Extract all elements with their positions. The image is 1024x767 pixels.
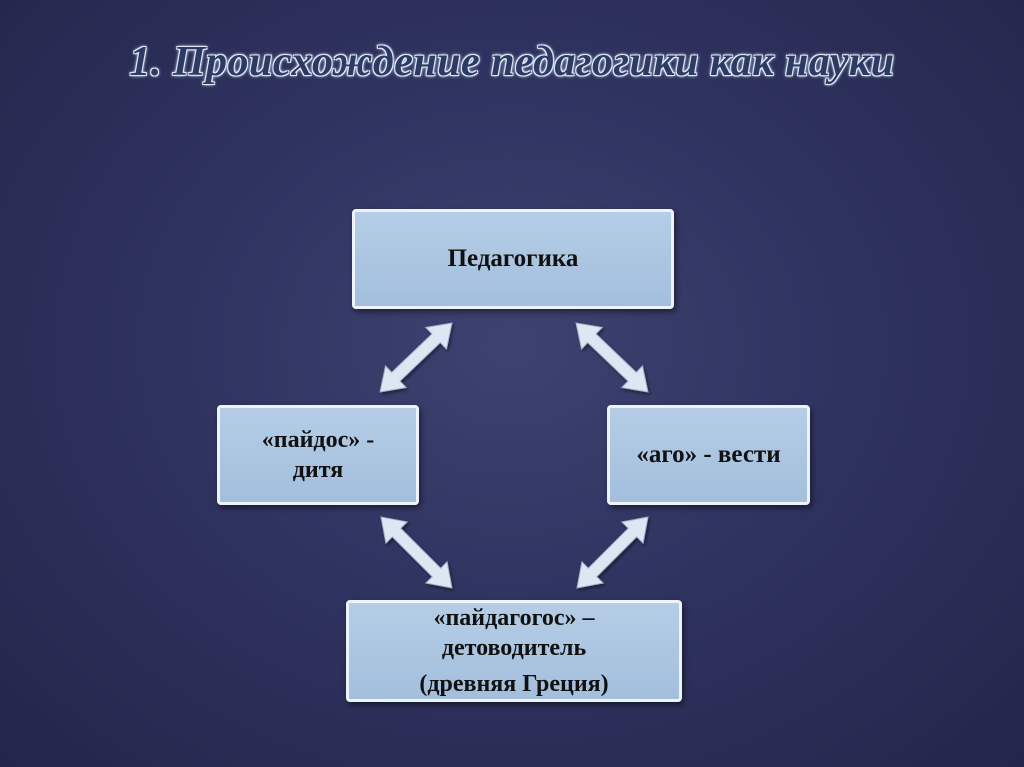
arrow-bottom-right xyxy=(576,516,649,589)
ago-box: «аго» - вести xyxy=(607,405,810,505)
pedagogy-box: Педагогика xyxy=(352,209,674,309)
paidagogos-line-2: детоводитель xyxy=(441,635,587,661)
paidos-line-1: «пайдос» - xyxy=(261,427,375,453)
arrow-bottom-left xyxy=(380,516,453,589)
slide-title: 1. Происхождение педагогики как науки xyxy=(129,39,895,85)
pedagogy-label: Педагогика xyxy=(447,245,579,272)
ago-label: «аго» - вести xyxy=(636,441,781,468)
paidagogos-box: «пайдагогос» – детоводитель (древняя Гре… xyxy=(346,600,682,702)
paidagogos-line-1: «пайдагогос» – xyxy=(433,605,595,631)
paidos-box: «пайдос» - дитя xyxy=(217,405,419,505)
arrow-top-left xyxy=(379,322,453,393)
paidagogos-line-3: (древняя Греция) xyxy=(419,671,609,697)
arrow-top-right xyxy=(575,322,649,393)
paidos-line-2: дитя xyxy=(292,457,344,483)
